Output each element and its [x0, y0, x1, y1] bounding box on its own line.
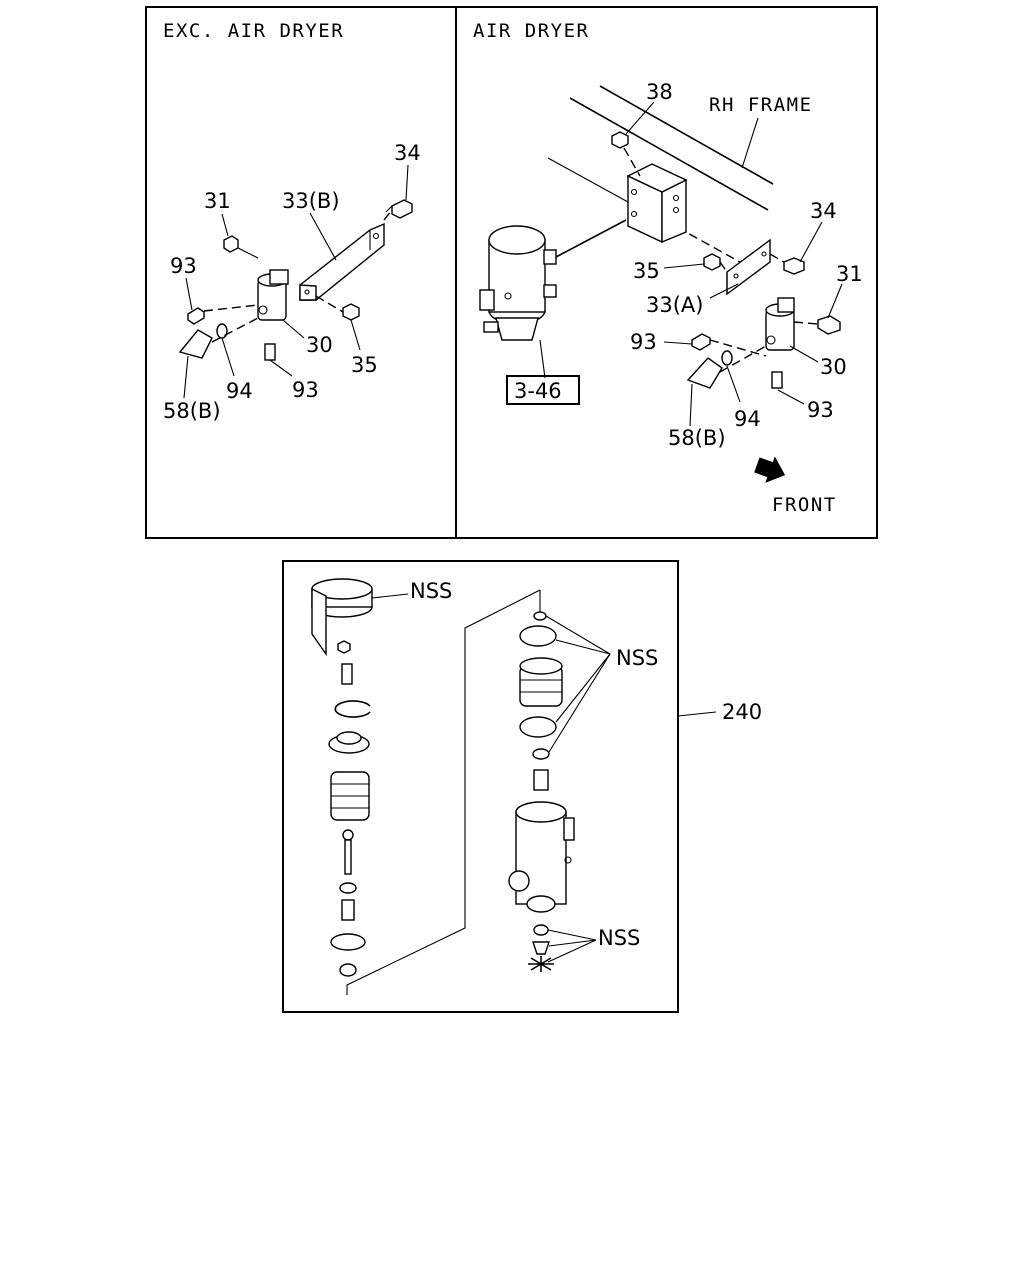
left-panel-title: EXC. AIR DRYER [163, 20, 344, 42]
nss-label-cap: NSS [410, 579, 452, 603]
nss-label-seals: NSS [616, 646, 658, 670]
callout-58b-right: 58(B) [668, 426, 726, 450]
callout-93-right-lower: 93 [807, 398, 834, 422]
callout-94-right: 94 [734, 407, 761, 431]
bolt-31-right [817, 315, 841, 335]
callout-31-right: 31 [836, 262, 863, 286]
main-spring [330, 771, 370, 821]
fitting-93-right-upper [691, 333, 711, 351]
nss-label-lower: NSS [598, 926, 640, 950]
ref-box-3-46 [506, 375, 580, 405]
right-panel-air-dryer: 38 RH FRAME 34 35 31 33(A) 93 30 3-46 94… [479, 80, 863, 516]
callout-30: 30 [306, 333, 333, 357]
rh-frame-label: RH FRAME [709, 94, 813, 116]
spring-valve [533, 769, 549, 791]
check-valve-cap [532, 941, 550, 955]
bolt-31 [223, 235, 259, 259]
bolt-34-right [783, 257, 805, 275]
seal-small [532, 748, 550, 760]
bracket-33b [299, 222, 385, 301]
callout-33b: 33(B) [282, 189, 340, 213]
nut-35 [342, 303, 360, 321]
front-arrow-icon [754, 456, 786, 483]
o-ring-upper [519, 625, 557, 647]
valve-body-30-right [765, 297, 795, 351]
callout-31: 31 [204, 189, 231, 213]
callout-33a: 33(A) [646, 293, 703, 317]
plunger-pin [342, 829, 354, 875]
frame-bracket [626, 163, 688, 244]
washer-94-right [721, 350, 733, 366]
callout-93-right-upper: 93 [630, 330, 657, 354]
fitting-93-upper [187, 307, 205, 325]
bolt-34 [385, 199, 413, 219]
repair-kit-parts: NSS NSS NSS 240 [311, 578, 762, 995]
cap-cover [311, 578, 373, 657]
connector-58b [178, 329, 213, 359]
callout-34: 34 [394, 141, 421, 165]
valve-seat-small [339, 963, 357, 977]
piston-assembly [519, 657, 563, 707]
nut-35-right [703, 253, 721, 271]
callout-93-upper: 93 [170, 254, 197, 278]
callout-34-right: 34 [810, 199, 837, 223]
callout-94: 94 [226, 379, 253, 403]
rh-frame-rail [599, 85, 774, 185]
valve-housing [508, 801, 575, 913]
callout-30-right: 30 [820, 355, 847, 379]
valve-disc [330, 933, 366, 951]
nut-38 [611, 131, 629, 149]
valve-body-30 [257, 269, 289, 321]
callout-35-right: 35 [633, 259, 660, 283]
star-washer [528, 956, 554, 972]
o-ring-small [533, 611, 547, 621]
callout-35: 35 [351, 353, 378, 377]
right-panel-title: AIR DRYER [473, 20, 589, 42]
spring-seat [328, 731, 370, 754]
left-panel-exc-air-dryer: 34 31 33(B) 93 30 35 94 93 58(B) [163, 141, 421, 423]
nut-small [337, 640, 351, 654]
spring-small-lower [341, 899, 355, 921]
fitting-93-lower [264, 343, 276, 361]
washer-small [339, 882, 357, 894]
washer-94 [216, 323, 228, 339]
fitting-93-right-lower [771, 371, 783, 389]
snap-ring [334, 700, 371, 718]
front-label: FRONT [772, 494, 837, 516]
assembly-path [346, 589, 541, 995]
callout-240: 240 [722, 700, 762, 724]
callout-38: 38 [646, 80, 673, 104]
callout-58b: 58(B) [163, 399, 221, 423]
o-ring-lower [519, 716, 557, 738]
callout-93-lower: 93 [292, 378, 319, 402]
top-diagram-frame [145, 6, 878, 539]
ref-3-46: 3-46 [514, 379, 562, 403]
connector-58b-right [686, 357, 723, 389]
repair-kit-frame [282, 560, 679, 1013]
filter-small [533, 924, 549, 936]
spring-small-upper [341, 663, 353, 685]
air-dryer-unit [479, 225, 557, 341]
